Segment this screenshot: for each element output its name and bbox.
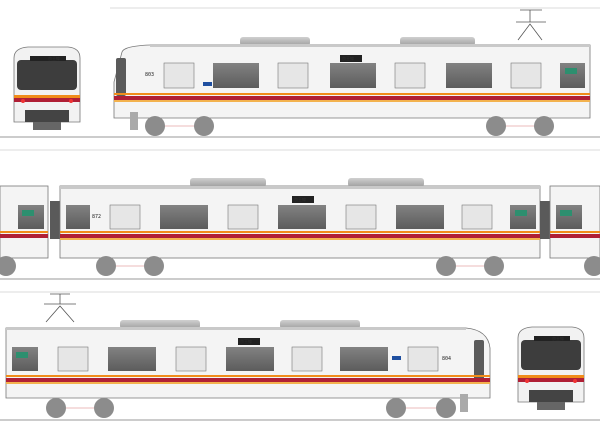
side-destination-872: 京王線 [294, 196, 306, 202]
side-view-car-803: 803 京王線 [113, 9, 591, 136]
pantograph-bottom [44, 293, 76, 323]
side-view-car-partial-right [540, 185, 600, 276]
headlight-right [573, 379, 577, 383]
pantograph-top [516, 9, 546, 41]
side-destination-803: 京王線 [342, 55, 354, 61]
front-number-803: 803 [31, 56, 40, 62]
wheel [94, 398, 114, 418]
wheel [144, 256, 164, 276]
wheel [96, 256, 116, 276]
wheel [484, 256, 504, 276]
front-view-car-804: 804 京王線 [517, 326, 585, 410]
wheel [436, 398, 456, 418]
side-view-car-872: 872 京王線 [59, 178, 541, 276]
front-destination-804: 京王線 [552, 335, 564, 341]
side-view-car-804: 804 京王線 [5, 293, 491, 418]
side-number-804: 804 [442, 356, 451, 362]
side-number-872: 872 [92, 214, 101, 220]
wheel [486, 116, 506, 136]
headlight-right [69, 99, 73, 103]
wheel [386, 398, 406, 418]
headlight-left [525, 379, 529, 383]
wheel [194, 116, 214, 136]
headlight-left [21, 99, 25, 103]
front-destination-803: 京王線 [48, 55, 60, 61]
wheel [584, 256, 600, 276]
wheel [436, 256, 456, 276]
wheel [0, 256, 16, 276]
front-view-car-803: 803 京王線 [13, 46, 81, 130]
wheel [46, 398, 66, 418]
front-number-804: 804 [535, 336, 544, 342]
side-destination-804: 京王線 [240, 338, 252, 344]
wheel [145, 116, 165, 136]
side-number-803: 803 [145, 72, 154, 78]
wheel [534, 116, 554, 136]
side-view-car-partial-left [0, 185, 60, 276]
